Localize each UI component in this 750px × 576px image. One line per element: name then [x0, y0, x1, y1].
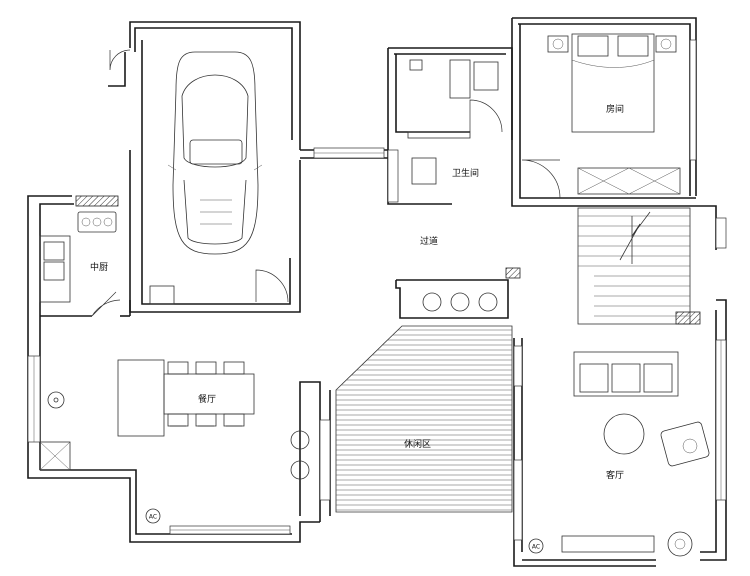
- toilet-icon: [473, 61, 499, 91]
- room-label-corridor: 过道: [420, 235, 438, 247]
- sink-icon: [47, 391, 65, 409]
- ac-icon-living: AC: [528, 538, 544, 554]
- sofa-icon: [573, 351, 679, 397]
- living-plant: [667, 531, 693, 557]
- garage-door: [255, 269, 289, 303]
- armchair: [660, 421, 710, 467]
- coffee-table: [603, 413, 645, 455]
- dining-table-icon: [117, 359, 255, 437]
- kitchen-fixtures: [39, 211, 121, 317]
- leisure-deck: [335, 325, 513, 513]
- garage-side-door: [109, 49, 131, 71]
- car-icon: [167, 51, 263, 255]
- room-label-kitchen: 中厨: [90, 261, 108, 273]
- ac-label: AC: [532, 544, 540, 551]
- garage-sink-icon: [149, 285, 175, 305]
- room-label-living: 客厅: [606, 469, 624, 481]
- plant-icon: [422, 292, 498, 312]
- room-label-bedroom: 房间: [606, 103, 624, 115]
- bathroom-fixtures: [407, 59, 503, 185]
- room-label-leisure: 休闲区: [404, 438, 431, 450]
- room-label-bathroom: 卫生间: [452, 167, 479, 179]
- stove-icon: [77, 211, 117, 233]
- ac-label: AC: [149, 514, 157, 521]
- room-label-dining: 餐厅: [198, 393, 216, 405]
- bed-icon: [547, 33, 677, 133]
- dining-column: [290, 430, 310, 480]
- bedroom-door: [521, 159, 561, 199]
- laundry-box: [39, 441, 71, 471]
- outer-walls: [27, 17, 727, 567]
- wardrobe: [577, 167, 681, 195]
- stair-icon: [577, 207, 701, 325]
- windows: [27, 39, 727, 541]
- tv-cabinet: [561, 535, 655, 553]
- ac-icon: AC: [145, 508, 161, 524]
